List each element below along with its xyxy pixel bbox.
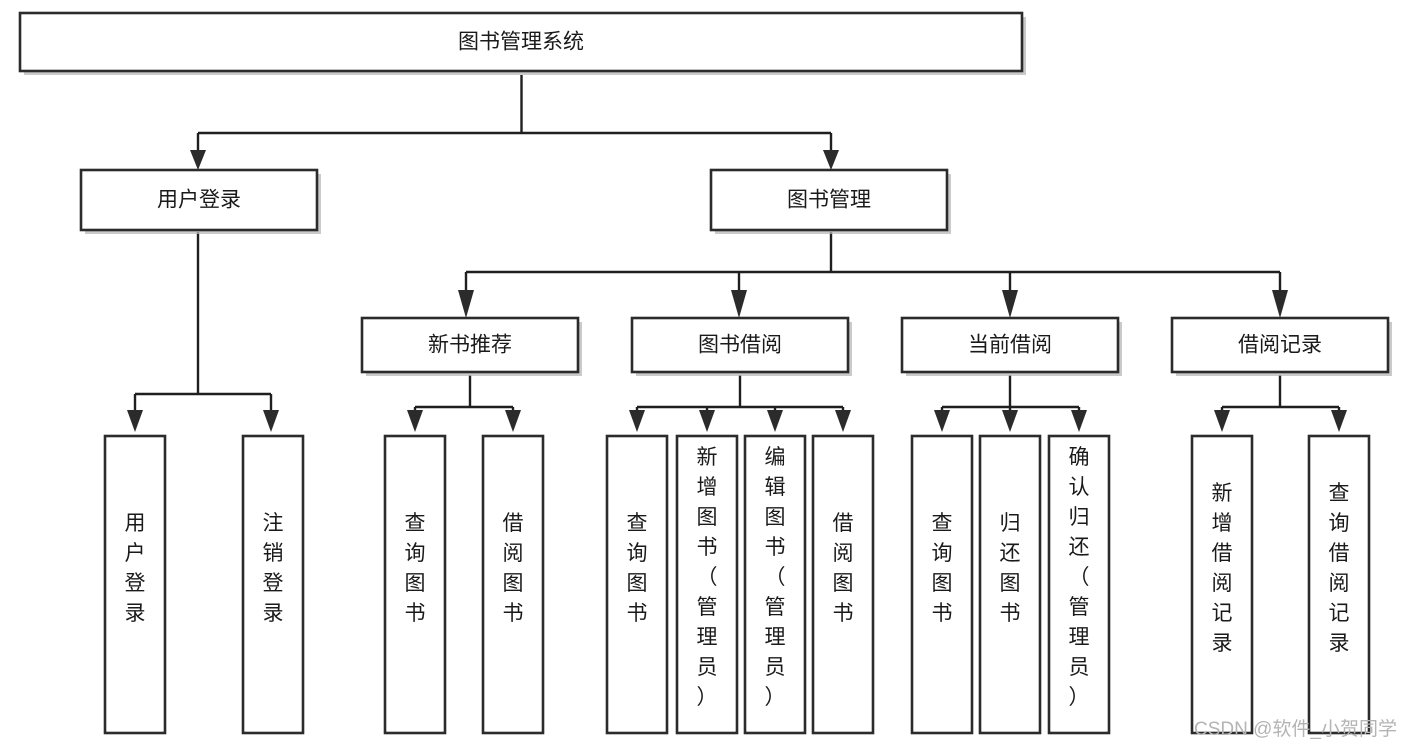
node-borrow-record-label: 借阅记录 xyxy=(1238,334,1322,357)
arrow-to-leaf-borrow-book-2 xyxy=(835,410,851,432)
node-leaf-logout-box[interactable] xyxy=(241,434,305,735)
arrow-to-leaf-query-record xyxy=(1331,410,1347,432)
node-leaf-add-record[interactable]: 新增借阅记录 xyxy=(1190,434,1254,735)
arrow-to-current-borrow xyxy=(1002,290,1018,318)
node-user-login-box[interactable] xyxy=(79,168,319,232)
arrow-to-leaf-return-book xyxy=(1002,410,1018,432)
node-book-borrow-label: 图书借阅 xyxy=(698,334,782,357)
node-book-mgmt[interactable]: 图书管理 xyxy=(709,168,951,234)
edge-root-trunk xyxy=(196,75,833,158)
node-layer: 图书管理系统 用户登录 图书管理 新书推荐 图书借阅 当前借阅 xyxy=(18,11,1392,735)
node-leaf-query-book-3-label: 查询图书 xyxy=(932,512,953,625)
edge-user-login-trunk xyxy=(133,232,273,418)
node-leaf-add-book-label: 新增图书（管理员） xyxy=(697,446,718,709)
node-new-book-rec-label: 新书推荐 xyxy=(428,334,512,357)
node-leaf-edit-book-box[interactable] xyxy=(743,434,807,735)
arrow-to-leaf-query-book-2 xyxy=(629,410,645,432)
edge-new-book-rec-trunk xyxy=(413,375,515,418)
arrow-to-leaf-add-book xyxy=(699,410,715,432)
node-leaf-return-book-label: 归还图书 xyxy=(1000,512,1021,625)
node-leaf-user-login[interactable]: 用户登录 xyxy=(103,434,167,735)
node-new-book-rec[interactable]: 新书推荐 xyxy=(360,316,582,376)
node-book-mgmt-box[interactable] xyxy=(709,168,949,232)
arrow-to-user-login xyxy=(190,150,206,170)
arrow-to-book-borrow xyxy=(731,290,747,318)
node-current-borrow[interactable]: 当前借阅 xyxy=(900,316,1122,376)
node-leaf-borrow-book-1-label: 借阅图书 xyxy=(503,512,524,625)
node-leaf-borrow-book-2-box[interactable] xyxy=(811,434,875,735)
node-leaf-borrow-book-2[interactable]: 借阅图书 xyxy=(811,434,875,735)
node-borrow-record-box[interactable] xyxy=(1170,316,1390,374)
arrow-to-new-book-rec xyxy=(458,290,474,318)
arrow-to-borrow-record xyxy=(1272,290,1288,318)
node-leaf-add-record-box[interactable] xyxy=(1190,434,1254,735)
node-new-book-rec-box[interactable] xyxy=(360,316,580,374)
arrow-to-leaf-logout xyxy=(263,410,279,432)
arrow-to-leaf-add-record xyxy=(1214,410,1230,432)
node-current-borrow-label: 当前借阅 xyxy=(968,334,1052,357)
node-leaf-query-book-2-label: 查询图书 xyxy=(627,512,648,625)
node-book-mgmt-label: 图书管理 xyxy=(787,189,871,212)
node-leaf-query-book-1-label: 查询图书 xyxy=(405,512,426,625)
arrow-to-leaf-confirm-return xyxy=(1071,410,1087,432)
node-book-borrow-box[interactable] xyxy=(630,316,850,374)
node-leaf-add-book[interactable]: 新增图书（管理员） xyxy=(675,434,739,735)
node-leaf-query-book-2[interactable]: 查询图书 xyxy=(605,434,669,735)
node-leaf-user-login-label: 用户登录 xyxy=(125,512,146,625)
node-borrow-record[interactable]: 借阅记录 xyxy=(1170,316,1392,376)
node-user-login[interactable]: 用户登录 xyxy=(79,168,321,234)
node-leaf-return-book[interactable]: 归还图书 xyxy=(978,434,1042,735)
node-leaf-borrow-book-1[interactable]: 借阅图书 xyxy=(481,434,545,735)
node-leaf-query-book-1[interactable]: 查询图书 xyxy=(383,434,447,735)
node-leaf-add-record-label: 新增借阅记录 xyxy=(1212,482,1233,655)
edge-layer xyxy=(127,75,1347,432)
arrow-to-leaf-borrow-book-1 xyxy=(505,410,521,432)
node-leaf-confirm-return-label: 确认归还（管理员） xyxy=(1069,446,1090,709)
node-leaf-confirm-return[interactable]: 确认归还（管理员） xyxy=(1047,434,1111,735)
node-leaf-query-book-3-box[interactable] xyxy=(910,434,974,735)
edge-borrow-record-trunk xyxy=(1220,375,1341,418)
node-leaf-query-book-3[interactable]: 查询图书 xyxy=(910,434,974,735)
edge-book-borrow-trunk xyxy=(635,375,845,418)
node-book-borrow[interactable]: 图书借阅 xyxy=(630,316,852,376)
node-leaf-logout[interactable]: 注销登录 xyxy=(241,434,305,735)
csdn-watermark: CSDN @软件_小贺同学 xyxy=(1194,718,1397,740)
node-user-login-label: 用户登录 xyxy=(157,189,241,212)
edge-book-mgmt-trunk xyxy=(464,232,1282,298)
node-leaf-user-login-box[interactable] xyxy=(103,434,167,735)
node-leaf-query-record-label: 查询借阅记录 xyxy=(1329,482,1350,655)
node-leaf-query-record-box[interactable] xyxy=(1307,434,1371,735)
node-leaf-add-book-box[interactable] xyxy=(675,434,739,735)
node-leaf-logout-label: 注销登录 xyxy=(263,512,284,625)
node-leaf-query-record[interactable]: 查询借阅记录 xyxy=(1307,434,1371,735)
node-root-box[interactable] xyxy=(18,11,1024,73)
node-leaf-query-book-1-box[interactable] xyxy=(383,434,447,735)
node-leaf-borrow-book-1-box[interactable] xyxy=(481,434,545,735)
node-leaf-query-book-2-box[interactable] xyxy=(605,434,669,735)
node-leaf-confirm-return-box[interactable] xyxy=(1047,434,1111,735)
node-leaf-edit-book-label: 编辑图书（管理员） xyxy=(765,446,786,709)
arrow-to-book-mgmt xyxy=(823,150,839,170)
node-leaf-borrow-book-2-label: 借阅图书 xyxy=(833,512,854,625)
node-current-borrow-box[interactable] xyxy=(900,316,1120,374)
arrow-to-leaf-user-login xyxy=(127,410,143,432)
node-leaf-return-book-box[interactable] xyxy=(978,434,1042,735)
node-root[interactable]: 图书管理系统 xyxy=(18,11,1026,75)
node-root-label: 图书管理系统 xyxy=(458,31,584,54)
arrow-to-leaf-edit-book xyxy=(767,410,783,432)
arrow-to-leaf-query-book-3 xyxy=(934,410,950,432)
node-leaf-edit-book[interactable]: 编辑图书（管理员） xyxy=(743,434,807,735)
arrow-to-leaf-query-book-1 xyxy=(407,410,423,432)
